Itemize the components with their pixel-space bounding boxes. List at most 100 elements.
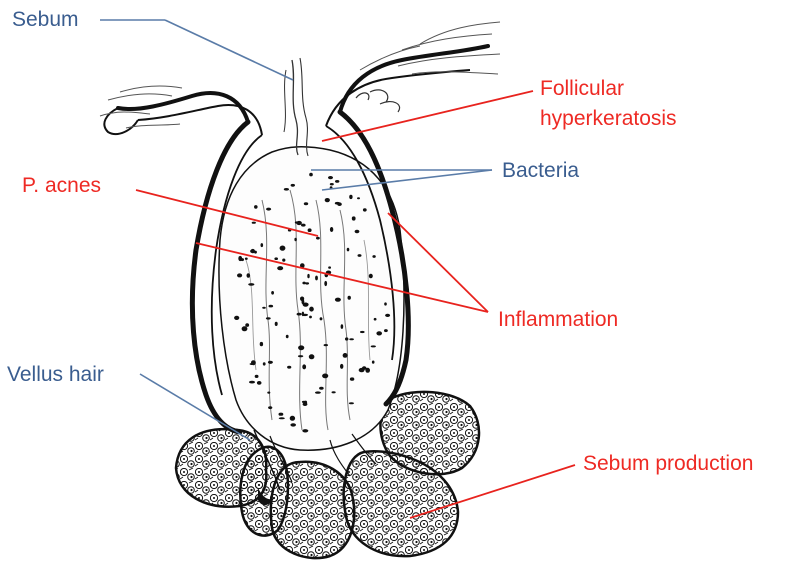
bacteria-dot: [385, 314, 390, 317]
bacteria-dot: [269, 305, 274, 308]
bacteria-dot: [303, 303, 309, 307]
bacteria-dot: [322, 374, 328, 379]
bacteria-dot: [268, 406, 272, 409]
bacteria-dot: [249, 381, 255, 384]
bacteria-dot: [357, 197, 360, 199]
bacteria-dot: [262, 307, 266, 309]
bacteria-dot: [316, 237, 320, 240]
bacteria-dot: [268, 361, 273, 364]
bacteria-dot: [257, 381, 262, 385]
bacteria-dot: [320, 317, 323, 320]
bacteria-dot: [302, 312, 304, 317]
bacteria-dot: [245, 323, 249, 327]
bacteria-dot: [284, 188, 289, 191]
bacteria-dot: [291, 184, 295, 187]
bacteria-dot: [271, 291, 274, 295]
bacteria-dot: [290, 423, 296, 426]
bacteria-dot: [335, 180, 339, 183]
bacteria-dot: [287, 366, 291, 369]
bacteria-dot: [296, 221, 302, 225]
bacteria-dot: [371, 345, 376, 347]
bacteria-dot: [298, 345, 304, 350]
bacteria-dot: [348, 296, 351, 300]
bacteria-dot: [309, 316, 312, 319]
bacteria-dot: [365, 368, 370, 373]
bacteria-dot: [359, 368, 365, 372]
bacteria-dot: [248, 283, 254, 286]
bacteria-dot: [319, 387, 324, 390]
bacteria-dot: [372, 255, 375, 258]
bacteria-dot: [267, 392, 270, 394]
bacteria-dot: [335, 202, 340, 205]
bacteria-dot: [309, 354, 315, 359]
bacteria-dot: [343, 353, 348, 358]
bacteria-dot: [352, 216, 356, 220]
bacteria-dot: [297, 313, 302, 316]
bacteria-dot: [305, 282, 309, 284]
label-follicular-line2: hyperkeratosis: [540, 106, 677, 132]
bacteria-dot: [308, 228, 312, 232]
bacteria-dot: [251, 249, 255, 253]
bacteria-dot: [328, 176, 333, 179]
bacteria-dot: [237, 273, 242, 277]
bacteria-dot: [277, 266, 283, 270]
bacteria-dot: [254, 205, 258, 209]
bacteria-dot: [266, 208, 271, 211]
bacteria-dot: [263, 362, 266, 365]
bacteria-dot: [279, 417, 285, 419]
bacteria-dot: [280, 246, 286, 251]
bacteria-dot: [286, 335, 289, 338]
label-inflammation: Inflammation: [498, 307, 618, 333]
bacteria-dot: [369, 274, 373, 279]
bacteria-dot: [349, 402, 354, 404]
bacteria-dot: [302, 429, 308, 432]
bacteria-dot: [330, 227, 333, 232]
bacteria-dot: [304, 401, 307, 405]
bacteria-dot: [349, 195, 352, 199]
bacteria-dot: [275, 322, 278, 326]
bacteria-dot: [290, 416, 295, 421]
bacteria-dot: [261, 243, 264, 247]
bacteria-dot: [266, 317, 271, 319]
bacteria-dot: [347, 248, 350, 252]
bacteria-dot: [245, 258, 248, 260]
bacteria-dot: [315, 276, 318, 281]
bacteria-dot: [309, 307, 314, 312]
bacteria-dot: [328, 266, 331, 268]
bacteria-dot: [294, 238, 296, 241]
bacteria-dot: [298, 355, 303, 357]
bacteria-dot: [282, 259, 285, 262]
bacteria-dot: [350, 377, 354, 380]
bacteria-dot: [372, 361, 375, 364]
bacteria-dot: [332, 391, 336, 393]
bacteria-dot: [360, 331, 365, 333]
bacteria-dot: [349, 338, 354, 340]
bacteria-dot: [358, 254, 362, 257]
bacteria-dot: [325, 198, 330, 202]
bacteria-dot: [301, 224, 306, 227]
bacteria-dot: [384, 302, 387, 305]
bacteria-dot: [251, 360, 256, 365]
bacteria-dot: [363, 208, 367, 211]
label-sebum: Sebum: [12, 7, 79, 33]
bacteria-dot: [341, 324, 344, 329]
label-bacteria: Bacteria: [502, 158, 579, 184]
bacteria-dot: [345, 337, 348, 340]
label-p-acnes: P. acnes: [22, 173, 101, 199]
bacteria-dot: [355, 230, 360, 233]
bacteria-dot: [260, 342, 263, 346]
bacteria-dot: [340, 364, 343, 369]
bacteria-dot: [242, 326, 248, 331]
bacteria-dot: [247, 273, 251, 278]
follicular-pointer: [322, 91, 533, 141]
bacteria-dot: [300, 297, 304, 302]
bacteria-dot: [330, 183, 334, 185]
bacteria-dot: [234, 316, 239, 320]
bacteria-dot: [315, 391, 321, 393]
bacteria-dot: [374, 318, 377, 321]
bacteria-dot: [376, 331, 382, 335]
bacteria-dot: [309, 173, 313, 177]
label-sebum-production: Sebum production: [583, 451, 753, 477]
